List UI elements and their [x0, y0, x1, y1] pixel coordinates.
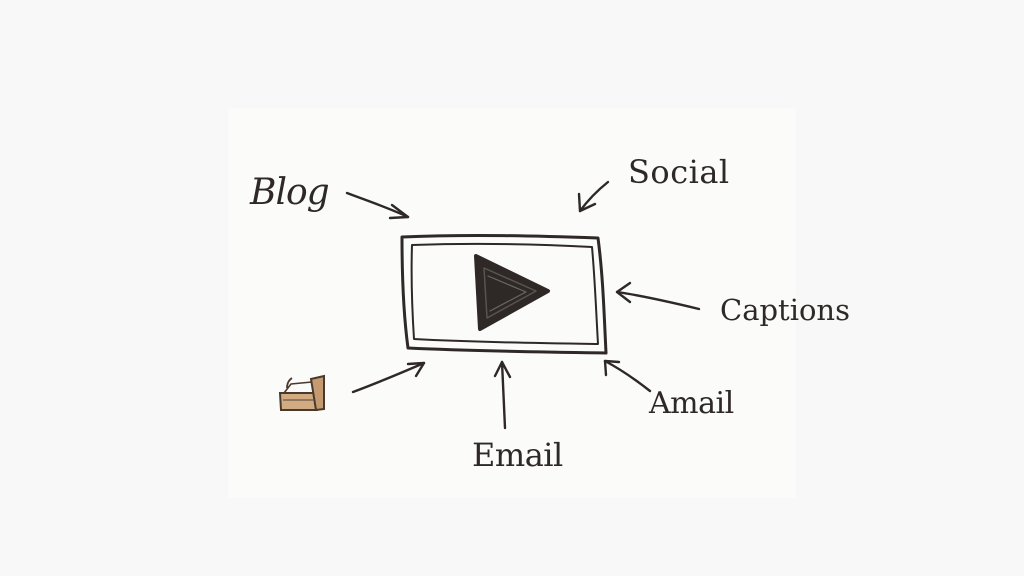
video-player-node: [400, 233, 608, 355]
label-amail: Amail: [649, 386, 734, 421]
label-captions: Captions: [720, 293, 850, 327]
label-email: Email: [472, 436, 563, 474]
arrow-from-social: [577, 180, 610, 213]
arrow-from-blog: [345, 191, 410, 220]
arrow-from-email: [493, 360, 512, 430]
video-frame-inner: [410, 242, 599, 345]
video-play-icon: [474, 254, 550, 331]
arrow-from-amail: [603, 359, 652, 393]
video-frame-outer: [400, 233, 608, 355]
label-social: Social: [628, 153, 730, 191]
arrow-from-printer: [351, 361, 426, 394]
printer-icon: [278, 374, 325, 412]
label-blog: Blog: [250, 172, 330, 213]
arrow-from-captions: [615, 281, 701, 311]
